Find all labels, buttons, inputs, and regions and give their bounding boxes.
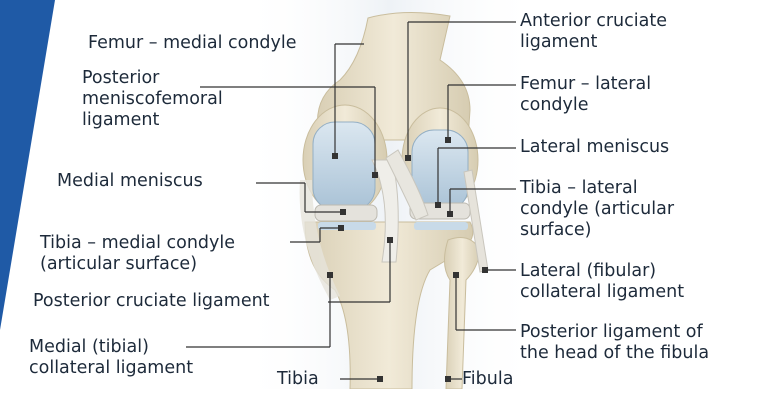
label-posterior-cruciate-ligament: Posterior cruciate ligament — [33, 291, 270, 312]
label-medial-meniscus: Medial meniscus — [57, 171, 203, 192]
label-lateral-meniscus: Lateral meniscus — [520, 137, 669, 158]
tibia-plateau-medial — [318, 222, 376, 230]
accent-band — [0, 0, 55, 330]
label-fibula: Fibula — [462, 369, 513, 390]
label-medial-collateral-ligament: Medial (tibial) collateral ligament — [29, 337, 193, 379]
label-tibia-lateral-condyle: Tibia – lateral condyle (articular surfa… — [520, 178, 674, 241]
medial-condyle-cartilage — [313, 122, 375, 210]
label-anterior-cruciate-ligament: Anterior cruciate ligament — [520, 11, 667, 53]
label-posterior-ligament-fibula: Posterior ligament of the head of the fi… — [520, 322, 709, 364]
label-tibia: Tibia — [277, 369, 319, 390]
label-posterior-meniscofemoral-ligament: Posterior meniscofemoral ligament — [82, 68, 223, 131]
label-femur-lateral-condyle: Femur – lateral condyle — [520, 74, 651, 116]
label-femur-medial-condyle: Femur – medial condyle — [88, 33, 297, 54]
label-tibia-medial-condyle: Tibia – medial condyle (articular surfac… — [40, 233, 235, 275]
tibia-plateau-lateral — [414, 222, 468, 230]
label-lateral-collateral-ligament: Lateral (fibular) collateral ligament — [520, 261, 684, 303]
